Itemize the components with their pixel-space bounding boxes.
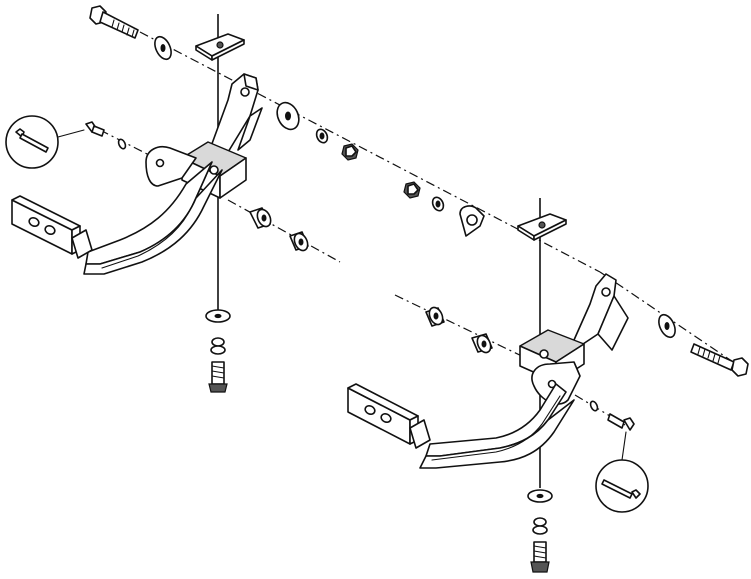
magnifier-callout-icon [5,115,85,169]
bushing-icon [471,333,493,354]
washer-icon [658,313,676,339]
lock-washer-icon [315,128,329,144]
bushing-icon [425,306,445,327]
step-bracket-icon [347,273,629,469]
step-bracket-icon [11,73,263,275]
tab-washer-icon [459,205,485,237]
hex-bolt-icon [690,343,749,377]
spacer-plate-icon [517,213,567,241]
bottom-lock-washer-icon [210,337,226,355]
center-lines [99,14,746,488]
small-bolt-icon [589,400,635,431]
bottom-bolt-icon [530,541,550,573]
right-assembly [347,181,749,573]
bottom-lock-washer-icon [532,517,548,535]
bushing-icon [249,207,272,229]
hex-nut-icon [341,143,359,161]
bottom-washer-icon [527,489,553,503]
bushing-icon [289,231,309,252]
spacer-plate-icon [195,33,245,61]
flat-washer-icon [276,101,300,131]
small-bolt-icon [85,121,127,150]
left-small-bolt-axis [99,129,156,159]
hex-bolt-icon [89,5,139,39]
washer-icon [154,35,172,61]
bottom-bolt-icon [208,361,228,393]
lock-washer-icon [431,196,445,212]
left-bushing-axis-line [227,199,341,263]
right-bushing-axis-line [394,294,531,361]
magnifier-callout-icon [595,431,649,513]
hex-nut-icon [403,181,421,199]
left-assembly [5,5,359,393]
bottom-washer-icon [205,309,231,323]
